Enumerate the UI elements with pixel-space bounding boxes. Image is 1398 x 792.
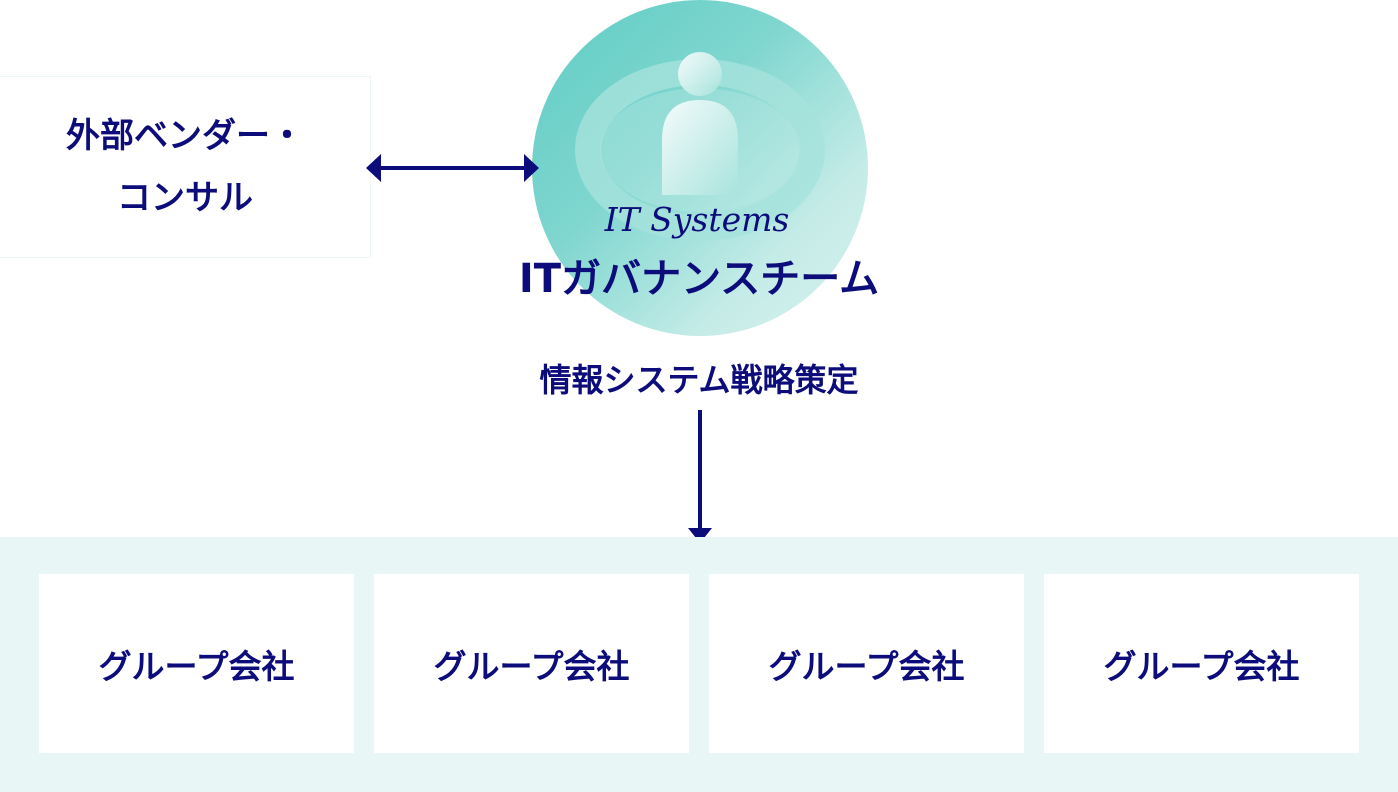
group-company-box: グループ会社 bbox=[39, 574, 354, 753]
person-ring-icon bbox=[575, 52, 825, 241]
vendor-label-line2: コンサル bbox=[117, 178, 253, 218]
it-governance-emblem bbox=[532, 0, 868, 336]
team-subtitle: IT Systems bbox=[604, 200, 790, 239]
vendor-label-line1: 外部ベンダー・ bbox=[66, 116, 304, 156]
group-company-box: グループ会社 bbox=[1044, 574, 1359, 753]
down-arrow bbox=[688, 410, 712, 543]
external-vendor-box: 外部ベンダー・ コンサル bbox=[0, 76, 371, 258]
group-companies-band: グループ会社 グループ会社 グループ会社 グループ会社 bbox=[0, 537, 1398, 792]
group-company-box: グループ会社 bbox=[374, 574, 689, 753]
group-company-box: グループ会社 bbox=[709, 574, 1024, 753]
team-title: ITガバナンスチーム bbox=[518, 256, 880, 302]
bidirectional-arrow bbox=[366, 154, 539, 182]
team-role: 情報システム戦略策定 bbox=[539, 361, 859, 399]
